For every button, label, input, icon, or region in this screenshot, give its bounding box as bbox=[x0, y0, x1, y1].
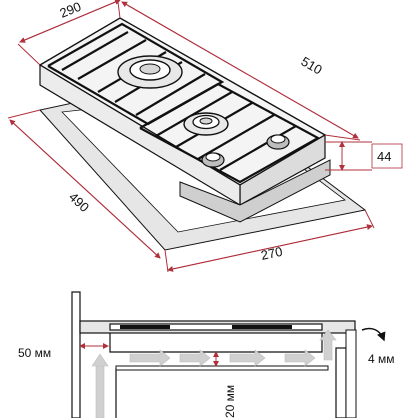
airflow-arrows bbox=[91, 329, 337, 418]
front-panel-edge bbox=[345, 329, 357, 418]
label-rear-gap: 50 мм bbox=[18, 346, 51, 360]
label-air-gap: 20 мм bbox=[223, 385, 237, 418]
side-gap-arrow bbox=[361, 327, 386, 342]
control-knob-left bbox=[201, 152, 225, 168]
label-cutout-depth: 490 bbox=[66, 189, 92, 215]
control-knob-right bbox=[266, 134, 290, 150]
hob-body-section bbox=[109, 333, 323, 353]
label-hob-height: 44 bbox=[377, 149, 391, 164]
front-panel bbox=[335, 347, 347, 418]
cabinet-top-panel bbox=[115, 365, 329, 371]
label-hob-depth: 510 bbox=[299, 54, 325, 78]
cross-section bbox=[71, 291, 357, 418]
burner-cap-left bbox=[120, 325, 170, 329]
label-side-gap: 4 мм bbox=[368, 352, 395, 366]
burner-cap-right bbox=[232, 325, 292, 329]
hob-top-section bbox=[109, 323, 323, 331]
large-burner bbox=[117, 55, 183, 89]
label-cutout-width: 270 bbox=[260, 244, 284, 263]
small-burner bbox=[183, 112, 229, 136]
rear-wall bbox=[71, 291, 81, 418]
label-hob-width: 290 bbox=[58, 0, 84, 21]
height-label-box bbox=[371, 143, 403, 169]
dimension-lines bbox=[7, 0, 375, 273]
